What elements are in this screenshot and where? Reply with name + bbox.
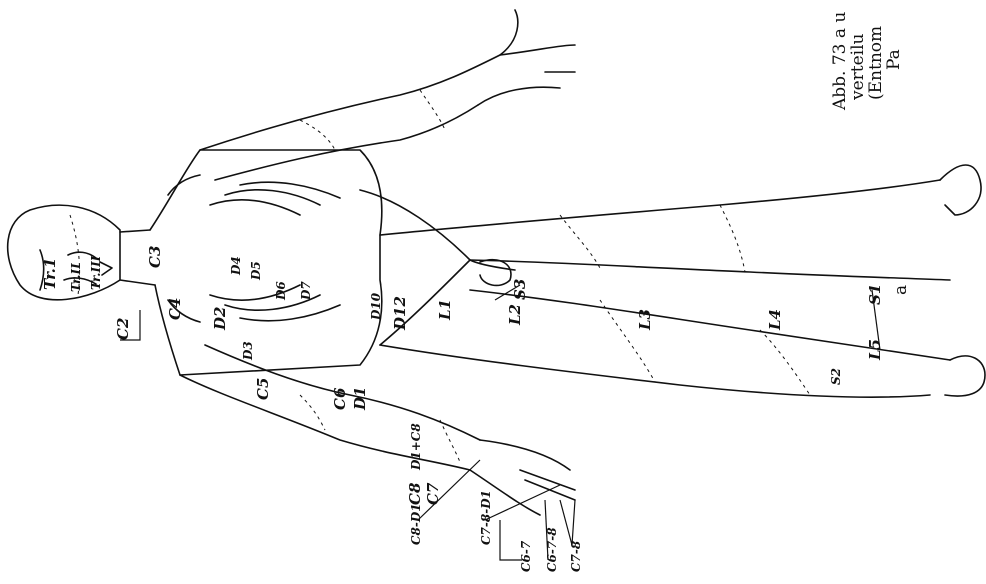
label-d6: D6 [274,281,288,301]
label-d4: D4 [229,256,243,276]
label-c5: C5 [254,378,272,400]
caption-line-2: verteilu [848,33,868,101]
label-d3: D3 [241,341,255,361]
figure-caption: Abb. 73 a u verteilu (Entnom Pa [830,12,904,111]
label-d7: D7 [299,281,313,301]
arm-bottom-outline [180,345,480,470]
dermatome-line-arm-top [300,90,445,150]
dermatome-line-leg-top [560,205,745,272]
label-s2: S2 [829,368,843,385]
caption-line-1: Abb. 73 a u [830,12,850,111]
label-tr2: Tr.II [69,263,83,292]
genital-outline [480,260,511,286]
label-l2: L2 [506,304,524,326]
caption-line-4: Pa [884,49,904,70]
label-d1: D1 [351,387,369,411]
label-c8: C8 [406,482,424,505]
label-d5: D5 [249,261,263,281]
arm-top-outline [200,55,500,180]
label-c7-8: C7-8 [569,540,583,572]
leader-c7-8-d1 [485,485,560,520]
label-c2: C2 [114,318,132,340]
label-tr3: Tr.III [89,255,103,290]
label-l1: L1 [436,299,454,321]
panel-letter: a [891,285,911,295]
label-d12: D12 [391,296,409,331]
hand-top-outline [478,10,575,105]
label-c6: C6 [331,387,349,410]
pelvis-outline [360,190,470,345]
ribs-top [210,182,340,215]
label-d1c8: D1+C8 [409,423,423,471]
label-c6-7: C6-7 [519,540,533,572]
label-c8-d1: C8-D1 [409,503,423,545]
label-s1: S1 [866,284,884,305]
leader-c7-8 [560,500,575,545]
label-l3: L3 [636,309,654,331]
head-outline [8,205,120,300]
dermatome-line-arm-bottom [300,395,460,462]
label-d2: D2 [211,307,229,331]
label-l4: L4 [766,309,784,331]
label-c7: C7 [424,482,442,505]
label-tr1: Tr.1 [41,258,59,290]
foot-bottom-outline [945,356,985,396]
label-c3: C3 [146,246,164,268]
label-d10: D10 [369,292,383,321]
torso-outline [150,150,382,375]
foot-top-outline [940,165,981,215]
label-l5: L5 [866,339,884,361]
label-c4: C4 [166,298,184,320]
caption-line-3: (Entnom [866,26,886,100]
leg-bottom-outline [380,290,950,397]
